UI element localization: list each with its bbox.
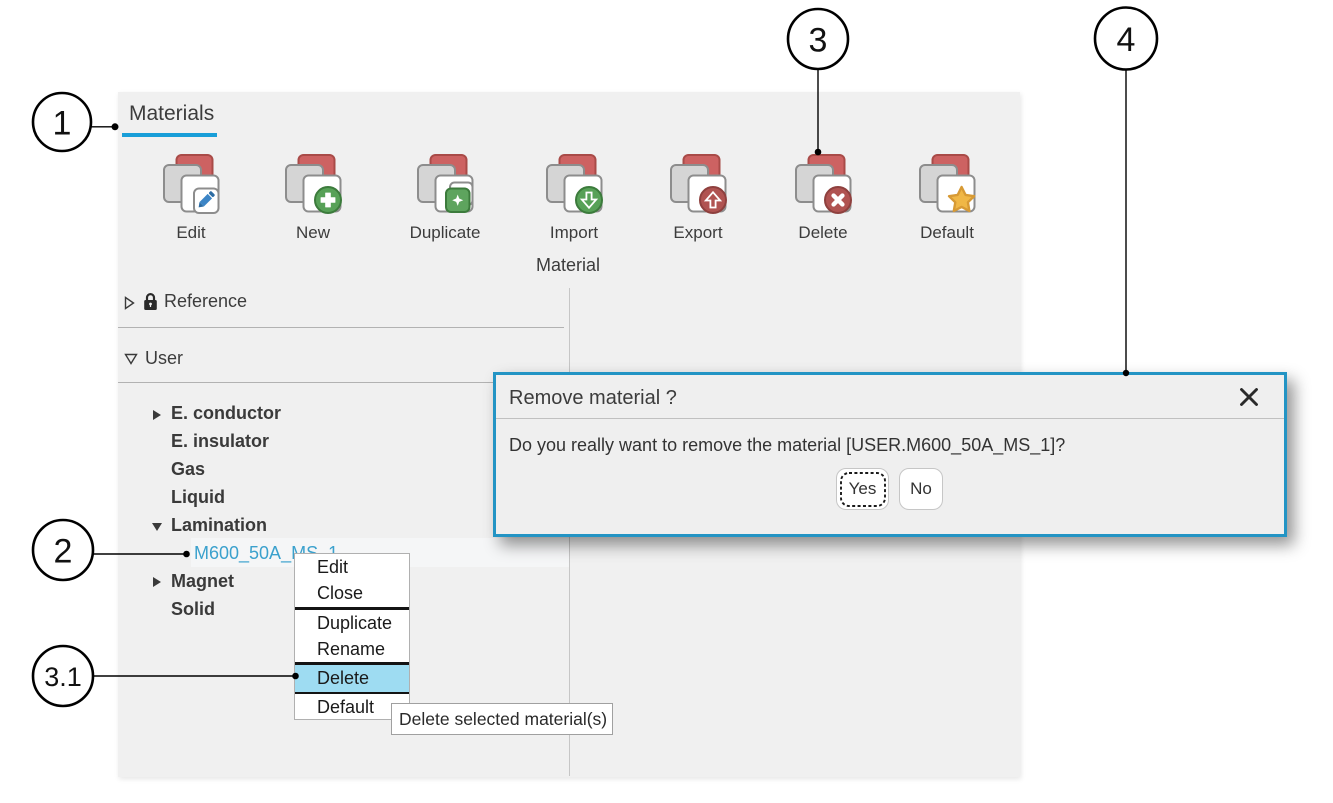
svg-text:4: 4 (1117, 21, 1136, 59)
svg-text:3: 3 (809, 21, 828, 59)
svg-text:1: 1 (53, 104, 72, 142)
svg-text:3.1: 3.1 (44, 662, 82, 692)
svg-text:2: 2 (54, 532, 73, 570)
